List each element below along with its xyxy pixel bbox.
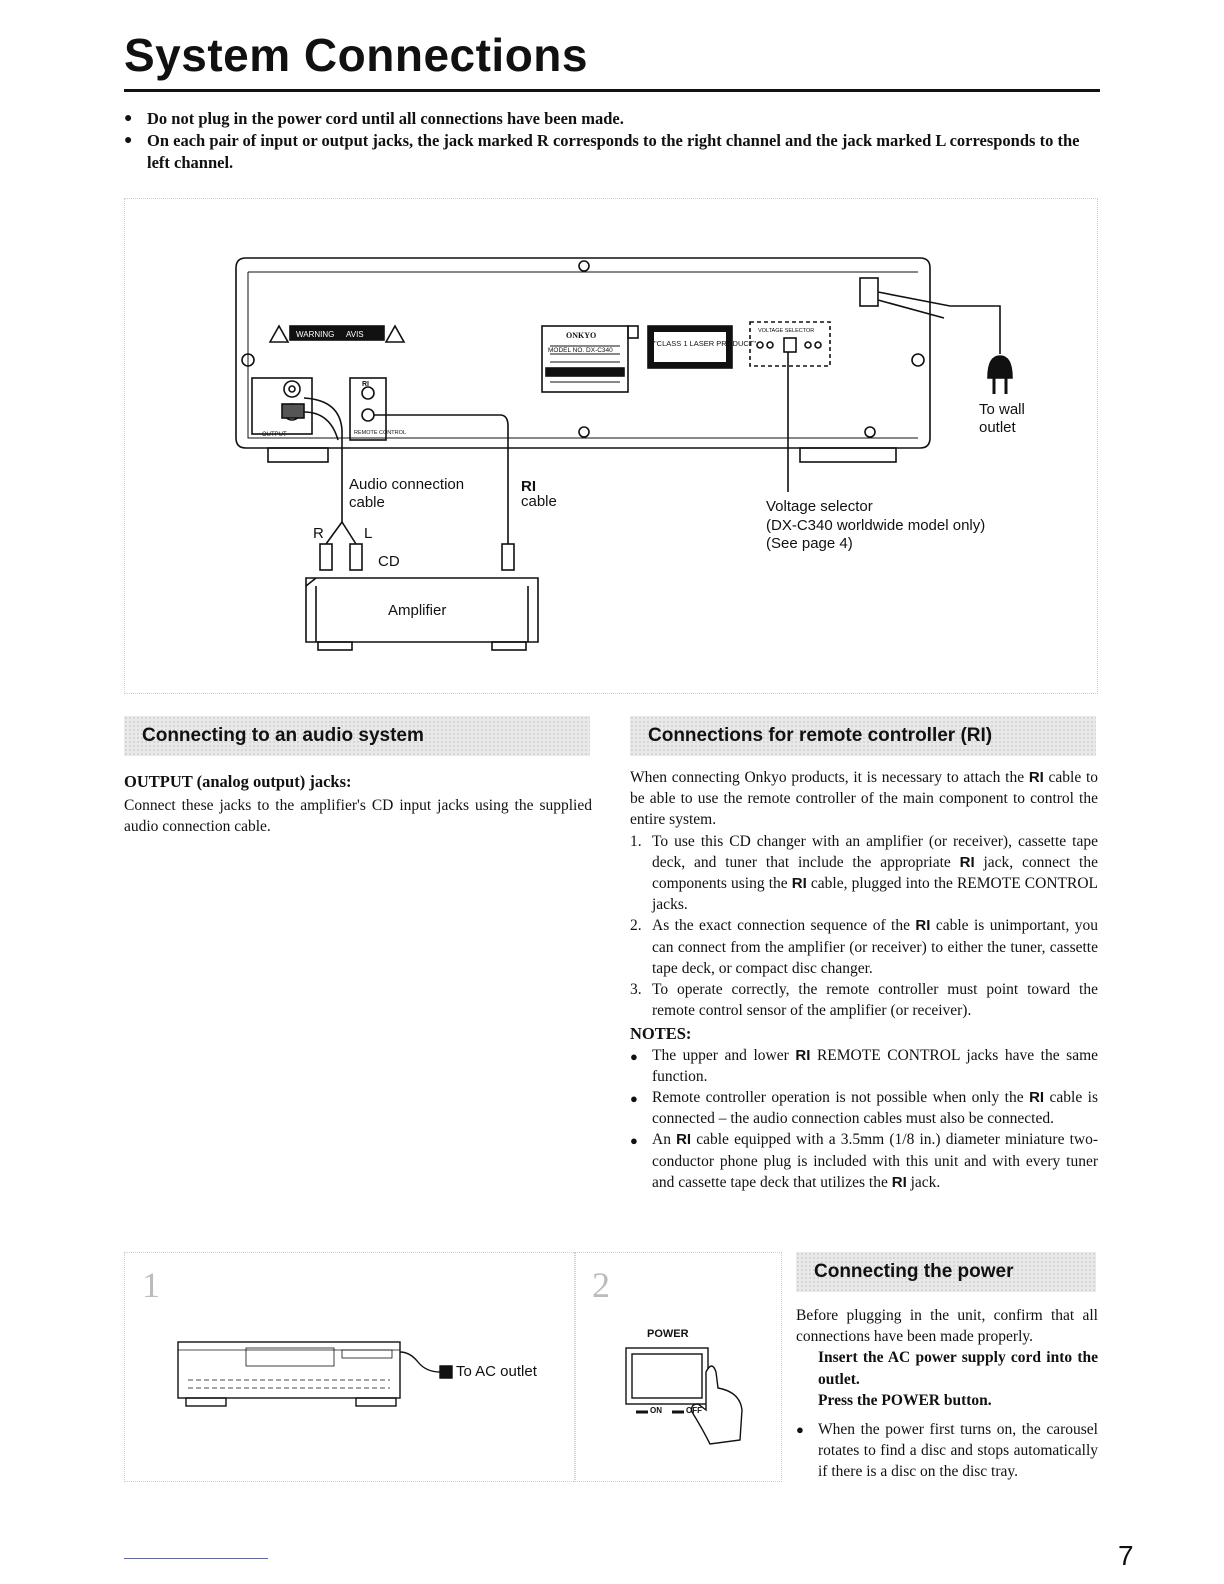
voltage-selector-label: Voltage selector: [766, 498, 873, 515]
bullet-icon: ●: [630, 1048, 638, 1064]
ri-symbol: RI: [795, 1046, 811, 1064]
bullet-icon: ●: [124, 111, 133, 126]
ri-symbol: RI: [959, 853, 975, 871]
step-1-number: 1: [142, 1265, 160, 1305]
remote-section-heading: Connections for remote controller (RI): [630, 716, 1096, 756]
power-section-heading: Connecting the power: [796, 1252, 1096, 1292]
bullet-icon: ●: [796, 1422, 804, 1438]
power-intro: Before plugging in the unit, confirm tha…: [796, 1307, 1098, 1346]
cd-label: CD: [378, 553, 400, 570]
notes-list: ● The upper and lower RI REMOTE CONTROL …: [630, 1045, 1098, 1193]
output-jack-label: OUTPUT: [262, 432, 287, 438]
ri-cable-label-1: RI: [521, 478, 536, 495]
ri-symbol: RI: [1028, 769, 1044, 786]
page-title: System Connections: [124, 29, 588, 81]
connection-diagram-drawing: WARNING AVIS ONKYO MODEL NO. DX-C340 "CL…: [235, 257, 1013, 651]
warning-label: WARNING: [296, 330, 334, 339]
remote-step: 1. To use this CD changer with an amplif…: [630, 832, 1098, 914]
bullet-icon: ●: [630, 1091, 638, 1107]
power-step2-panel: [574, 1252, 782, 1482]
power-step-2: Press the POWER button.: [818, 1391, 992, 1409]
wall-outlet-label: To wall outlet: [979, 401, 1025, 436]
footer-rule: [124, 1558, 268, 1559]
ri-symbol: RI: [791, 875, 807, 893]
voltage-page-label: (See page 4): [766, 535, 853, 552]
ri-symbol: RI: [891, 1173, 907, 1191]
voltage-model-label: (DX-C340 worldwide model only): [766, 517, 986, 534]
step-2-number: 2: [592, 1265, 610, 1305]
power-illustration: [177, 1341, 743, 1445]
remote-step: 2. As the exact connection sequence of t…: [630, 917, 1099, 977]
intro-bullet: ●On each pair of input or output jacks, …: [124, 131, 1080, 172]
audio-section-text: Connect these jacks to the amplifier's C…: [124, 797, 592, 836]
power-off-label: OFF: [686, 1406, 702, 1415]
ac-outlet-label: To AC outlet: [456, 1363, 537, 1380]
plug-r-label: R: [313, 525, 324, 542]
bullet-icon: ●: [630, 1133, 638, 1149]
remote-intro: When connecting Onkyo products, it is ne…: [630, 769, 1098, 829]
model-label: MODEL NO. DX-C340: [548, 347, 613, 354]
ri-symbol: RI: [676, 1131, 692, 1149]
ri-symbol: RI: [1029, 1089, 1045, 1107]
power-step1-panel: [124, 1252, 576, 1482]
power-on-label: ON: [650, 1406, 662, 1415]
audio-cable-label: Audio connection cable: [349, 476, 465, 511]
power-step-1: Insert the AC power supply cord into the…: [818, 1349, 1098, 1388]
ri-jack-label: RI: [362, 381, 369, 388]
power-note: ●When the power first turns on, the caro…: [796, 1419, 1098, 1483]
note-item: ● Remote controller operation is not pos…: [630, 1087, 1098, 1129]
audio-section-subheading: OUTPUT (analog output) jacks:: [124, 772, 352, 791]
intro-bullet: ●Do not plug in the power cord until all…: [124, 109, 624, 128]
title-rule: [124, 89, 1100, 92]
remote-step: 3. To operate correctly, the remote cont…: [630, 981, 1098, 1020]
note-item: ● An RI cable equipped with a 3.5mm (1/8…: [630, 1129, 1098, 1193]
brand-label: ONKYO: [566, 331, 596, 340]
plug-l-label: L: [364, 525, 373, 542]
remote-section-body: When connecting Onkyo products, it is ne…: [630, 767, 1098, 1193]
ri-symbol: RI: [915, 917, 931, 935]
page-number: 7: [1118, 1540, 1134, 1571]
avis-label: AVIS: [346, 330, 364, 339]
audio-section-heading: Connecting to an audio system: [124, 716, 590, 756]
power-button-label: POWER: [647, 1328, 689, 1340]
intro-bullets: ●Do not plug in the power cord until all…: [124, 108, 1104, 174]
note-item: ● The upper and lower RI REMOTE CONTROL …: [630, 1045, 1098, 1087]
remote-jack-label: REMOTE CONTROL: [354, 430, 406, 436]
remote-steps: 1. To use this CD changer with an amplif…: [630, 831, 1098, 1022]
amplifier-label: Amplifier: [388, 602, 447, 619]
voltage-selector-title: VOLTAGE SELECTOR: [758, 328, 814, 334]
laser-label: "CLASS 1 LASER PRODUCT": [654, 339, 756, 348]
connection-diagram: [124, 198, 1098, 694]
notes-heading: NOTES:: [630, 1024, 692, 1044]
ri-cable-label-2: cable: [521, 493, 557, 510]
bullet-icon: ●: [124, 133, 133, 148]
power-section-body: Before plugging in the unit, confirm tha…: [796, 1305, 1098, 1483]
